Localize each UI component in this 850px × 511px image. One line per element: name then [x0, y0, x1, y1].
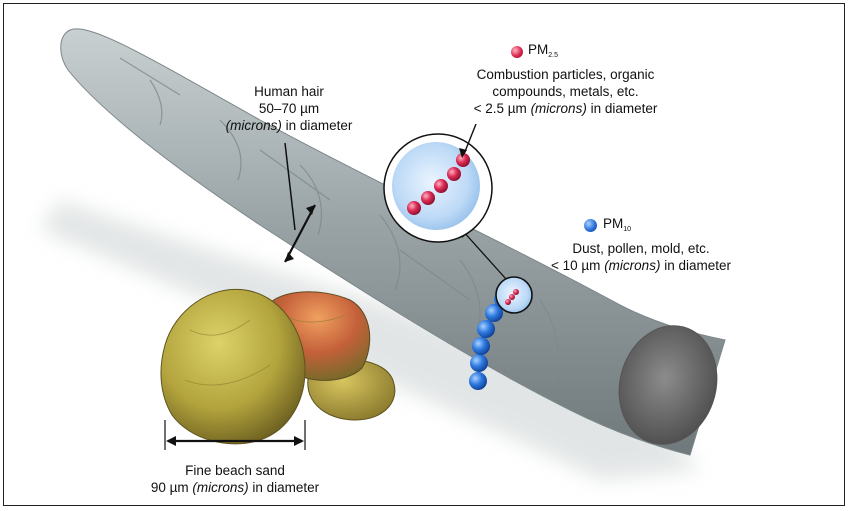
human-hair-strand	[60, 28, 726, 456]
hair-label-line1: Human hair	[254, 84, 324, 99]
pm25-desc-line1: Combustion particles, organic	[476, 67, 655, 82]
sand-unit: (microns)	[192, 480, 249, 495]
pm25-desc-line3: < 2.5 µm (microns) in diameter	[433, 100, 698, 117]
sand-arrow-head-right	[294, 436, 304, 446]
pm25-desc-line2: compounds, metals, etc.	[492, 84, 639, 99]
hair-label-line3: (microns) in diameter	[200, 117, 378, 134]
pm10-unit: (microns)	[604, 258, 661, 273]
pm10-size-suffix: in diameter	[660, 258, 731, 273]
pm10-size: < 10 µm	[551, 258, 605, 273]
hair-leader-line	[284, 142, 296, 231]
pm10-desc-line1: Dust, pollen, mold, etc.	[572, 241, 710, 256]
hair-cross-section	[618, 325, 718, 445]
sand-label: Fine beach sand 90 µm (microns) in diame…	[120, 462, 350, 496]
pm25-leader-head	[459, 148, 467, 158]
pm25-small-chain	[505, 289, 519, 305]
pm25-title: PM2.5	[528, 42, 558, 59]
sand-label-line2: 90 µm (microns) in diameter	[120, 479, 350, 496]
hair-diameter-arrow	[284, 204, 316, 263]
hair-arrow-head-top	[306, 205, 315, 215]
pm25-leader-line	[463, 123, 477, 155]
hair-size-suffix: in diameter	[281, 118, 353, 133]
pm10-description: Dust, pollen, mold, etc. < 10 µm (micron…	[516, 240, 766, 274]
sand-label-line1: Fine beach sand	[185, 463, 285, 478]
hair-scale-lines	[119, 57, 559, 386]
pm10-dot-icon	[584, 219, 597, 232]
pm25-subscript: 2.5	[548, 52, 558, 59]
hair-arrow-head-bottom	[285, 252, 294, 262]
sand-arrow-head-left	[166, 436, 176, 446]
pm10-desc-line2: < 10 µm (microns) in diameter	[516, 257, 766, 274]
sand-grain-large	[160, 288, 306, 445]
pm10-name: PM	[603, 216, 624, 231]
hair-unit: (microns)	[225, 118, 282, 133]
hair-label-line2: 50–70 µm	[258, 101, 320, 116]
pm25-particle-chain	[407, 153, 470, 215]
pm25-description: Combustion particles, organic compounds,…	[433, 66, 698, 117]
zoom-arrow	[461, 229, 507, 280]
pm25-unit: (microns)	[530, 101, 587, 116]
pm10-subscript: 10	[623, 226, 632, 233]
sand-texture	[184, 314, 346, 386]
pm10-title: PM10	[603, 216, 631, 233]
sand-size: 90 µm	[150, 480, 193, 495]
hair-label: Human hair 50–70 µm (microns) in diamete…	[200, 83, 378, 134]
pm25-size: < 2.5 µm	[473, 101, 531, 116]
pm25-dot-icon	[511, 46, 523, 58]
sand-size-suffix: in diameter	[248, 480, 320, 495]
pm25-name: PM	[528, 42, 549, 57]
pm25-size-suffix: in diameter	[586, 101, 658, 116]
